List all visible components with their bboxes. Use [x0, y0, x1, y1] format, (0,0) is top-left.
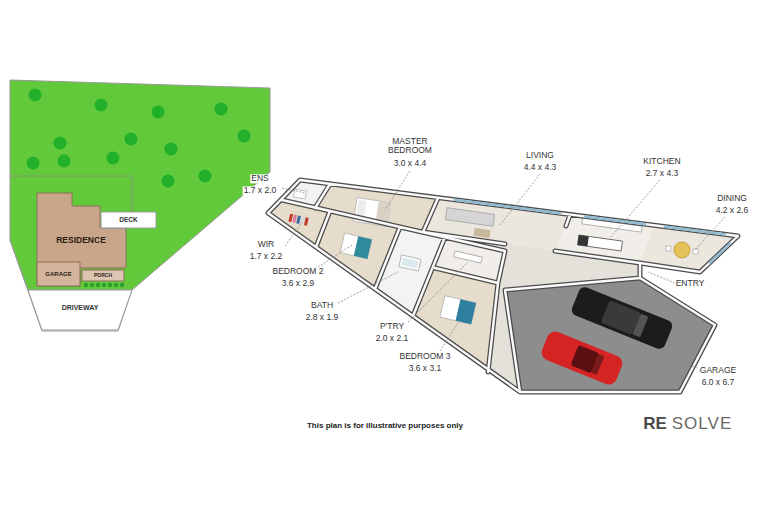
area-label: DRIVEWAY [62, 304, 99, 312]
room-floors [268, 180, 738, 392]
area-label-group: PORCH [94, 273, 112, 279]
area-outline [37, 193, 126, 286]
room-name: KITCHEN [642, 157, 681, 166]
area-label-group: DECK [119, 216, 137, 223]
hedge-symbols [84, 283, 124, 287]
walls [268, 180, 738, 392]
room-name: DINING [716, 194, 748, 203]
room-dimension: 4.2 x 2.6 [715, 206, 750, 215]
area-label-group: DRIVEWAY [62, 304, 99, 312]
area-label: PORCH [94, 273, 112, 279]
room-name: LIVING [525, 151, 555, 160]
room-dimension: 6.0 x 6.7 [701, 378, 736, 387]
area-label: GARAGE [45, 271, 71, 278]
room-name: ENTRY [675, 279, 706, 288]
area-label: DECK [119, 216, 137, 223]
room-dimension: 1.7 x 2.2 [249, 252, 284, 261]
room-dimension: 1.7 x 2.0 [243, 186, 278, 195]
room-dimension: 3.0 x 4.4 [393, 159, 428, 168]
room-name: BATH [310, 301, 334, 310]
area-label: RESIDENCE [56, 236, 106, 246]
site-plan [10, 80, 270, 331]
area-label-group: RESIDENCE [56, 236, 106, 246]
floor-plan-3d [268, 180, 738, 392]
porch-outline: PORCH [82, 270, 124, 281]
lot-lawn [10, 80, 270, 290]
tree-symbols [27, 89, 251, 188]
room-name: BEDROOM 3 [398, 352, 451, 361]
room-name: MASTER BEDROOM [384, 137, 436, 156]
room-dimension: 3.6 x 3.1 [408, 364, 443, 373]
floor-base [268, 180, 738, 392]
deck-outline: DECK [101, 212, 156, 228]
leader-lines [282, 171, 725, 368]
area-outline [101, 212, 156, 228]
room-dimension: 4.4 x 4.3 [523, 163, 558, 172]
room-name: ENS [250, 174, 269, 183]
area-label-group: GARAGE [45, 271, 71, 278]
logo-text: RE [642, 415, 668, 434]
logo-text: SOLVE [671, 415, 733, 434]
garage-footprint: GARAGE [37, 262, 80, 286]
disclaimer-caption: This plan is for illustrative purposes o… [307, 421, 463, 430]
driveway-outline: DRIVEWAY [28, 290, 132, 331]
room-name: GARAGE [699, 366, 737, 375]
room-dimension: 2.7 x 4.3 [645, 169, 680, 178]
room-dimension: 3.6 x 2.9 [281, 279, 316, 288]
room-name: P'TRY [379, 322, 405, 331]
room-name: WIR [257, 240, 276, 249]
room-dimension: 2.0 x 2.1 [375, 334, 410, 343]
area-outline [37, 262, 80, 286]
cars [539, 285, 674, 387]
area-outline [82, 270, 124, 281]
room-name: BEDROOM 2 [271, 267, 324, 276]
area-outline [28, 290, 132, 330]
windows [455, 200, 730, 263]
room-dimension: 2.8 x 1.9 [305, 313, 340, 322]
